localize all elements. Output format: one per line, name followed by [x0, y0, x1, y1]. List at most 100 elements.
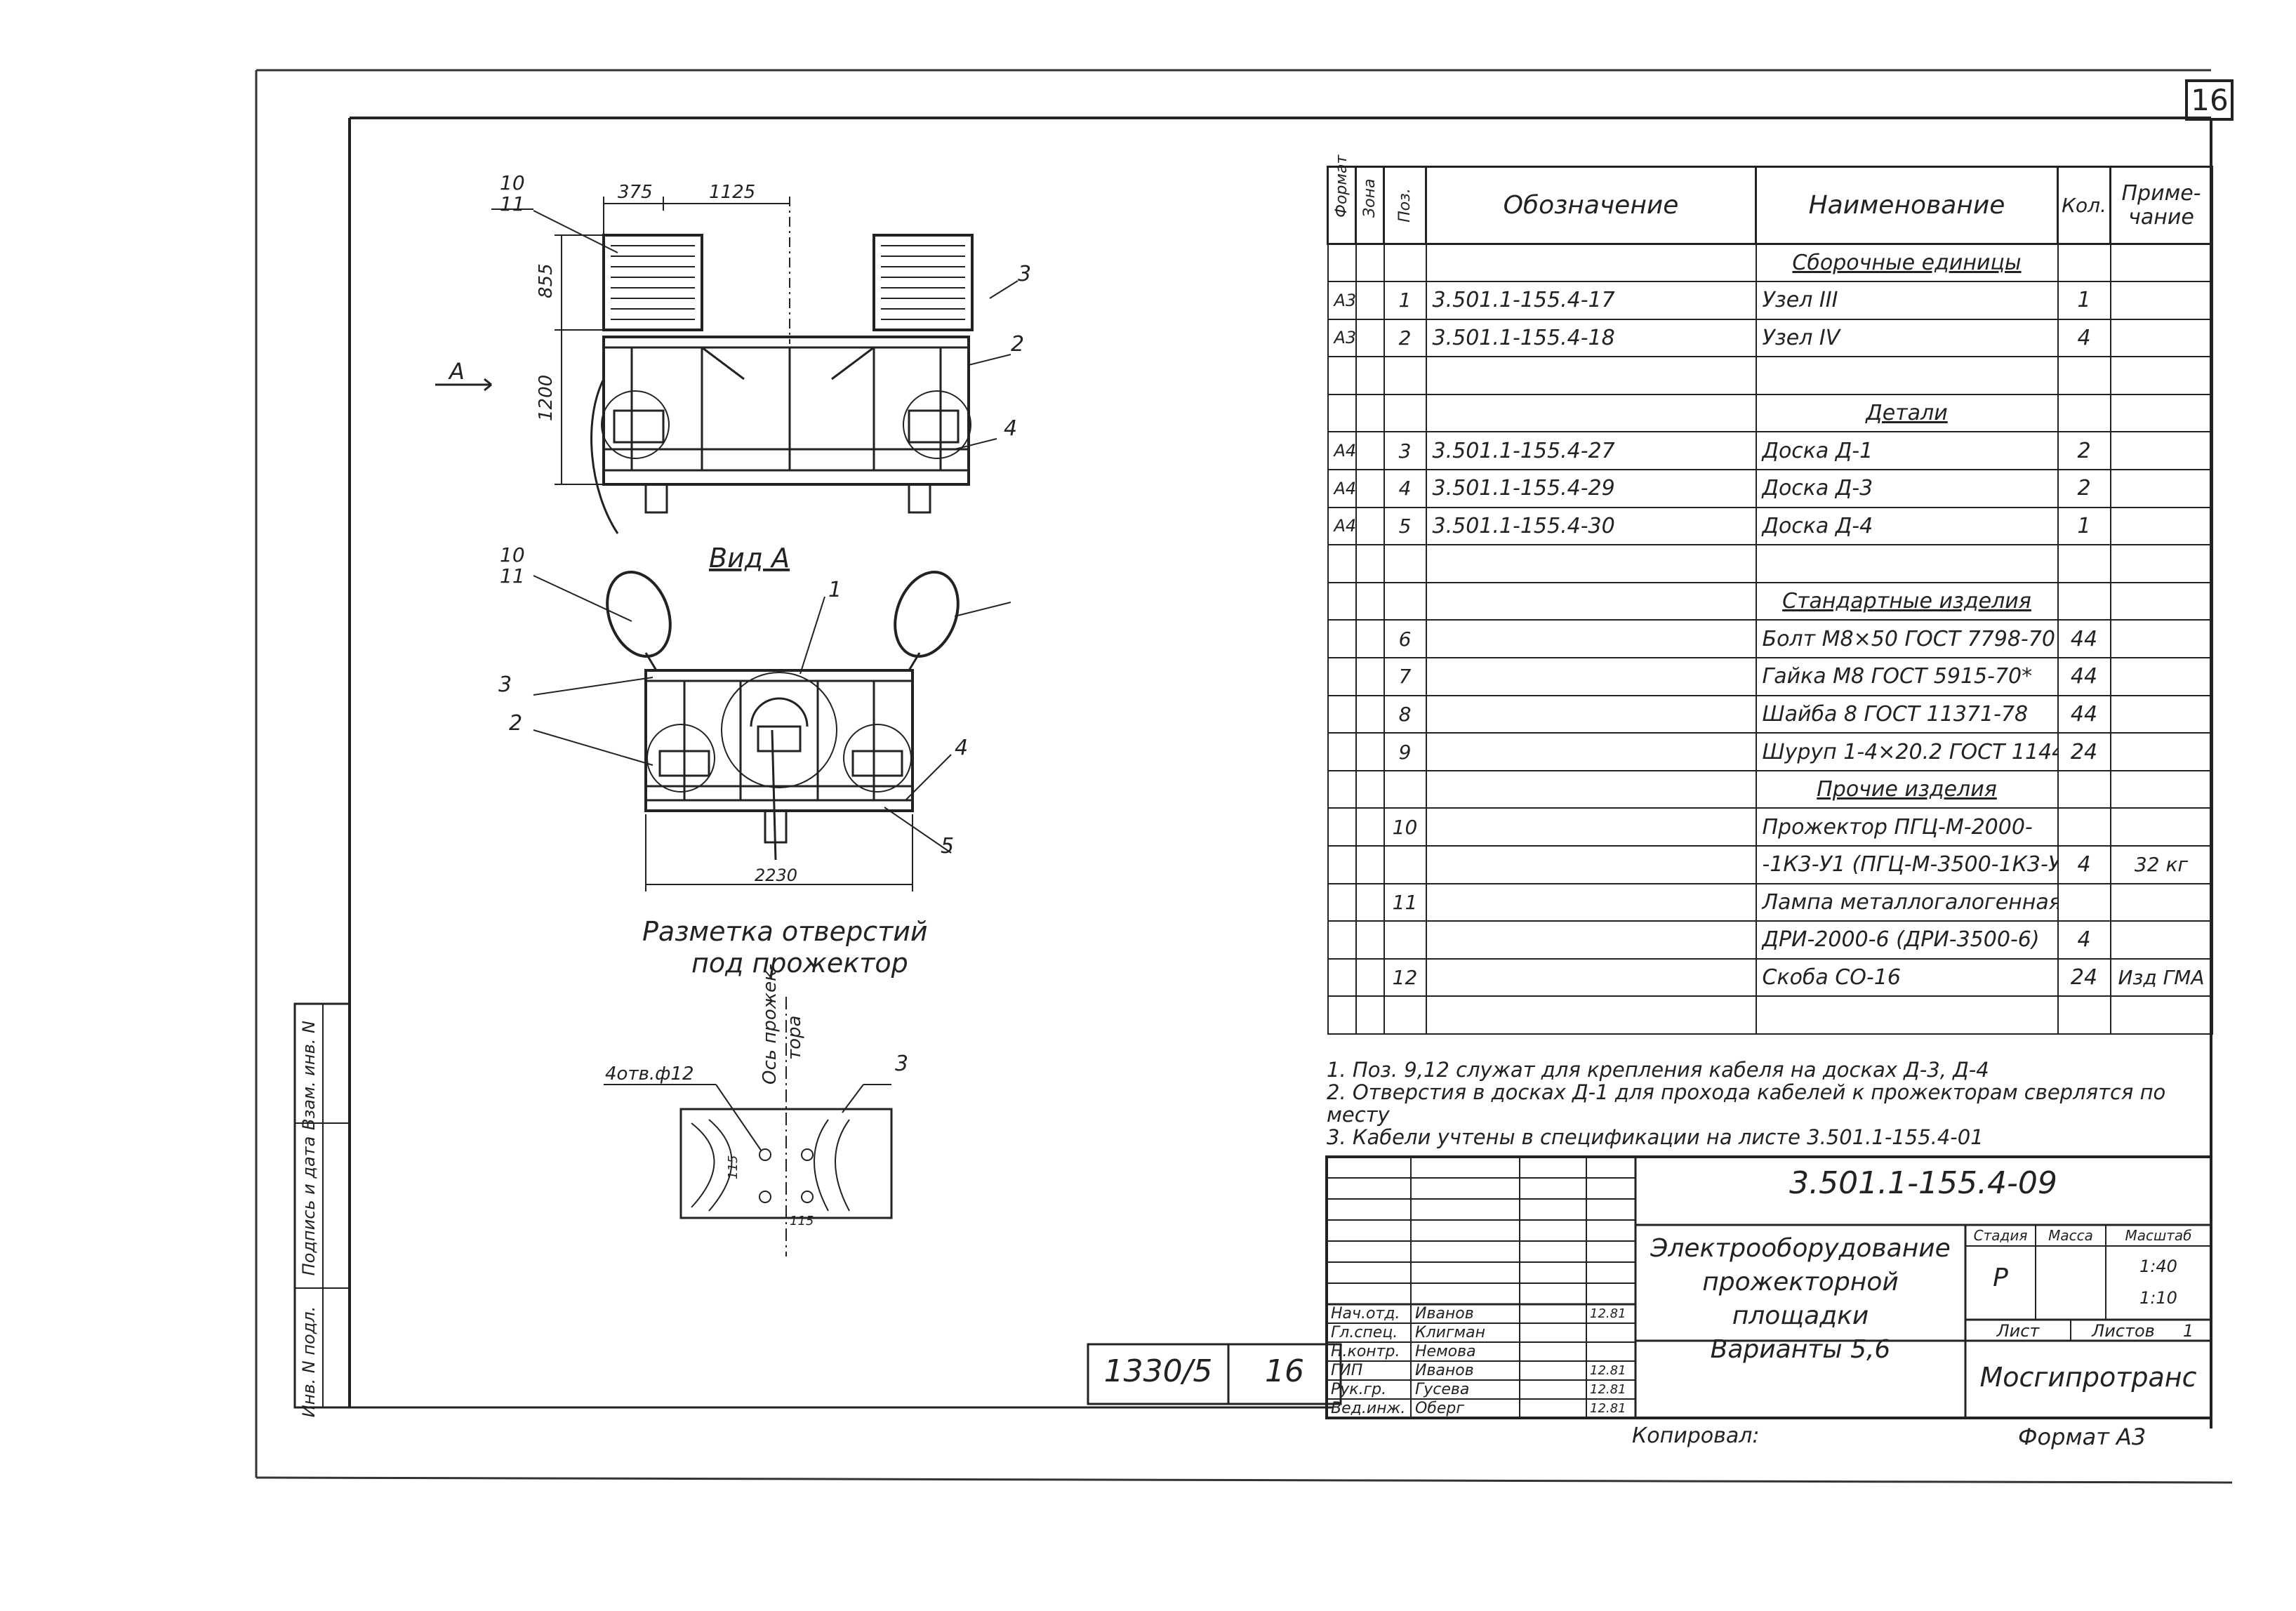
spec-note-cell: [2109, 694, 2213, 734]
spec-qty-cell: [2057, 581, 2111, 621]
spec-pos-cell: 10: [1383, 807, 1427, 847]
callout-11-view: 11: [500, 564, 525, 588]
spec-zone-cell: [1355, 393, 1385, 433]
spec-name-cell: Доска Д-1: [1755, 431, 2059, 471]
spec-pos-cell: [1383, 769, 1427, 809]
spec-format-cell: А4: [1327, 431, 1357, 471]
spec-designation-cell: 3.501.1-155.4-29: [1425, 469, 1757, 508]
spec-pos-cell: 2: [1383, 318, 1427, 358]
spec-pos-cell: 9: [1383, 732, 1427, 771]
spec-zone-cell: [1355, 318, 1385, 358]
spec-designation-cell: [1425, 544, 1757, 583]
spec-name-cell: Детали: [1755, 393, 2059, 433]
spec-pos-cell: [1383, 995, 1427, 1035]
spec-designation-cell: 3.501.1-155.4-18: [1425, 318, 1757, 358]
callout-3-view: 3: [498, 672, 512, 697]
marking-dim-vertical: 115: [726, 1155, 741, 1179]
spec-name-cell: Гайка М8 ГОСТ 5915-70*: [1755, 657, 2059, 696]
header-qty: Кол.: [2057, 166, 2111, 245]
spec-name-cell: Доска Д-3: [1755, 469, 2059, 508]
spec-name-cell: Прочие изделия: [1755, 769, 2059, 809]
spec-note-cell: [2109, 995, 2213, 1035]
spec-zone-cell: [1355, 882, 1385, 922]
spec-qty-cell: [2057, 544, 2111, 583]
spec-format-cell: [1327, 581, 1357, 621]
copied-label: Копировал:: [1632, 1424, 1760, 1448]
spec-qty-cell: 4: [2057, 920, 2111, 960]
spec-zone-cell: [1355, 469, 1385, 508]
format-label: Формат А3: [2018, 1424, 2146, 1450]
spec-qty-cell: 4: [2057, 845, 2111, 884]
signature-date: 12.81: [1590, 1363, 1626, 1378]
stage-value: Р: [1993, 1264, 2008, 1292]
marking-axis-1: Ось прожек-: [759, 964, 781, 1085]
title-line-1: Электрооборудование: [1650, 1234, 1951, 1263]
title-line-2: прожекторной площадки: [1702, 1268, 1899, 1330]
spec-designation-cell: [1425, 694, 1757, 734]
spec-row: Сборочные единицы: [1327, 243, 2213, 283]
spec-qty-cell: 44: [2057, 619, 2111, 659]
spec-name-cell: -1К3-У1 (ПГЦ-М-3500-1К3-У1): [1755, 845, 2059, 884]
spec-pos-cell: 6: [1383, 619, 1427, 659]
spec-name-cell: [1755, 995, 2059, 1035]
spec-format-cell: [1327, 769, 1357, 809]
spec-format-cell: [1327, 732, 1357, 771]
spec-format-cell: [1327, 920, 1357, 960]
spec-qty-cell: 24: [2057, 957, 2111, 997]
spec-note-cell: [2109, 769, 2213, 809]
spec-qty-cell: 4: [2057, 318, 2111, 358]
spec-designation-cell: [1425, 393, 1757, 433]
spec-format-cell: А4: [1327, 469, 1357, 508]
section-marker-a: А: [448, 358, 465, 385]
spec-pos-cell: 12: [1383, 957, 1427, 997]
signature-role: Рук.гр.: [1331, 1381, 1387, 1398]
callout-11-top: 11: [500, 192, 525, 216]
dim-1125: 1125: [709, 182, 755, 203]
spec-designation-cell: [1425, 581, 1757, 621]
dim-2230: 2230: [755, 866, 797, 885]
spec-note-cell: [2109, 393, 2213, 433]
spec-name-cell: ДРИ-2000-6 (ДРИ-3500-6): [1755, 920, 2059, 960]
spec-zone-cell: [1355, 243, 1385, 283]
spec-header-row: Формат Зона Поз. Обозначение Наименовани…: [1327, 155, 2213, 245]
spec-name-cell: Лампа металлогалогенная: [1755, 882, 2059, 922]
spec-name-cell: Узел III: [1755, 281, 2059, 320]
spec-pos-cell: 4: [1383, 469, 1427, 508]
signature-name: Гусева: [1415, 1381, 1470, 1398]
spec-row: Стандартные изделия: [1327, 581, 2213, 621]
spec-note-cell: 32 кг: [2109, 845, 2213, 884]
spec-note-cell: [2109, 506, 2213, 546]
spec-name-cell: Стандартные изделия: [1755, 581, 2059, 621]
drawing-code: 3.501.1-155.4-09: [1789, 1165, 2057, 1201]
callout-2-top: 2: [1011, 332, 1024, 357]
callout-10-top: 10: [500, 171, 525, 194]
spec-note-cell: [2109, 619, 2213, 659]
sheets-label: Листов: [2092, 1321, 2155, 1341]
spec-designation-cell: [1425, 882, 1757, 922]
spec-designation-cell: [1425, 957, 1757, 997]
spec-name-cell: Сборочные единицы: [1755, 243, 2059, 283]
notes: 1. Поз. 9,12 служат для крепления кабеля…: [1327, 1059, 2211, 1148]
spec-zone-cell: [1355, 356, 1385, 395]
marking-title-2: под прожектор: [691, 948, 908, 979]
spec-note-cell: [2109, 469, 2213, 508]
spec-pos-cell: 1: [1383, 281, 1427, 320]
spec-qty-cell: 44: [2057, 657, 2111, 696]
spec-designation-cell: [1425, 920, 1757, 960]
signature-name: Иванов: [1415, 1362, 1474, 1379]
spec-pos-cell: 3: [1383, 431, 1427, 471]
spec-zone-cell: [1355, 506, 1385, 546]
spec-format-cell: А3: [1327, 318, 1357, 358]
header-note-line2: чание: [2128, 204, 2194, 230]
signature-role: Н.контр.: [1331, 1343, 1400, 1360]
spec-qty-cell: 2: [2057, 469, 2111, 508]
dim-1200: 1200: [536, 375, 557, 421]
spec-note-cell: [2109, 318, 2213, 358]
spec-format-cell: [1327, 243, 1357, 283]
